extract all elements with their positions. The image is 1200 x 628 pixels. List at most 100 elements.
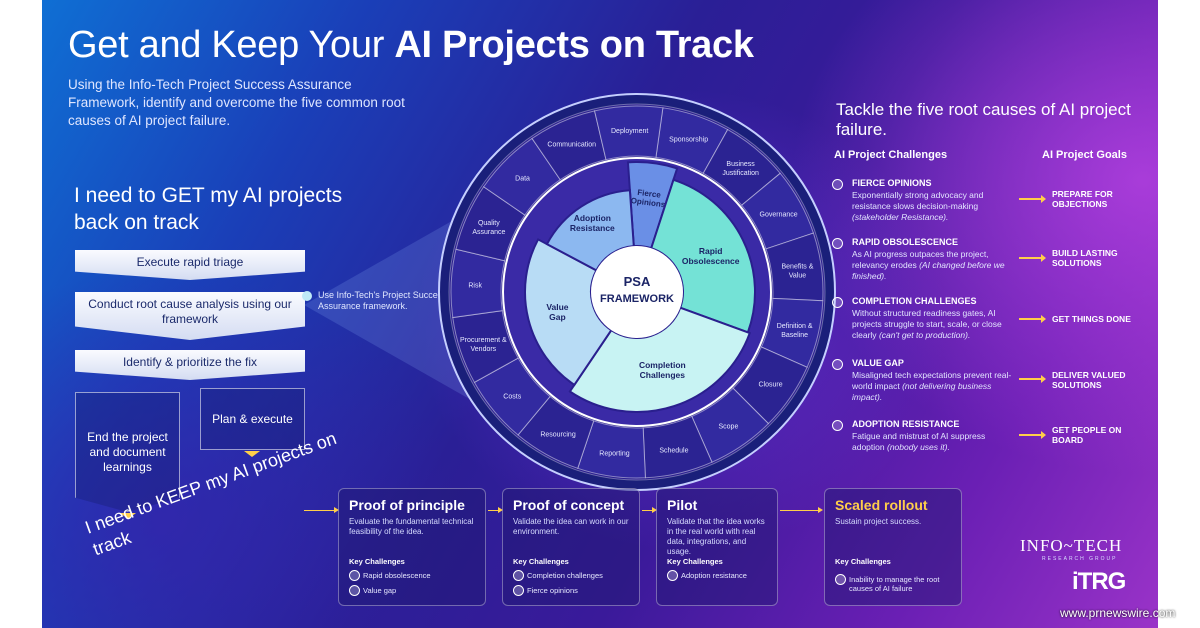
stage-proof-of-principle: Proof of principle Evaluate the fundamen… [338,488,486,606]
col-goals: AI Project Goals [1042,149,1127,161]
goal-label: GET THINGS DONE [1052,314,1131,324]
goal-label: PREPARE FOR OBJECTIONS [1052,189,1113,209]
challenge-desc-text: As AI progress outpaces the project, rel… [852,249,989,270]
outer-segment-label: Procurement &Vendors [460,337,507,353]
outer-segment [473,357,551,436]
challenge-desc: Misaligned tech expectations prevent rea… [852,370,1012,403]
challenge-desc-text: Without structured readiness gates, AI p… [852,308,1002,340]
stage-scaled-rollout: Scaled rollout Sustain project success. … [824,488,962,606]
timeline-arrow [304,507,339,513]
goal-label: DELIVER VALUED SOLUTIONS [1052,370,1126,390]
challenge-note: (not delivering business impact). [852,381,992,402]
challenge-name: RAPID OBSOLESCENCE [852,237,959,247]
pie-icon [302,291,312,301]
pie-icon [832,238,843,249]
pie-icon [832,179,843,190]
stage-pilot: Pilot Validate that the idea works in th… [656,488,778,606]
outer-segment-label: Sponsorship [669,136,708,143]
step-triage: Execute rapid triage [75,250,305,280]
get-heading: I need to GET my AI projects back on tra… [74,184,343,234]
branch-plan-execute: Plan & execute [200,388,305,450]
outer-segment-label: Closure [758,382,782,389]
outer-segment-label: Reporting [599,450,629,457]
outer-segment [765,232,824,302]
outer-segment-label: Benefits &Value [782,263,814,279]
key-challenge: Rapid obsolescence [349,570,431,581]
page-title: Get and Keep Your AI Projects on Track [68,22,754,68]
goal-label: GET PEOPLE ON BOARD [1052,425,1122,445]
key-challenge: Adoption resistance [667,570,747,581]
outer-segment-label: Communication [547,142,596,149]
outer-segment-label: Data [515,175,530,182]
stage-desc: Sustain project success. [835,517,922,526]
itrg-logo: iTRG [1072,568,1126,595]
stage-desc: Validate the idea can work in our enviro… [513,517,629,536]
outer-segment-label: Governance [760,211,798,218]
col-challenges: AI Project Challenges [834,149,948,161]
arrow-right-icon [1019,375,1046,383]
challenge-name: COMPLETION CHALLENGES [852,296,977,306]
goal-label: BUILD LASTING SOLUTIONS [1052,248,1118,268]
key-challenges-label: Key Challenges [667,557,723,566]
wheel-center-line2: FRAMEWORK [600,293,674,305]
challenge-desc: As AI progress outpaces the project, rel… [852,249,1012,282]
key-challenge: Value gap [349,585,396,596]
key-challenge: Inability to manage the root causes of A… [835,574,953,593]
arrow-right-icon [1019,254,1046,262]
outer-segment-label: Schedule [659,448,688,455]
challenge-desc: Exponentially strong advocacy and resist… [852,190,1012,223]
outer-segment-label: Deployment [611,128,648,135]
step-root-cause: Conduct root cause analysis using our fr… [75,292,305,340]
step-prioritize: Identify & prioritize the fix [75,350,305,380]
outer-segment [732,346,808,425]
subtitle: Using the Info-Tech Project Success Assu… [68,77,405,128]
arrow-right-icon [1019,315,1046,323]
challenge-desc-text: Exponentially strong advocacy and resist… [852,190,984,211]
source-credit: www.prnewswire.com [1060,606,1176,620]
right-heading: Tackle the five root causes of AI projec… [836,100,1131,139]
key-challenges-label: Key Challenges [835,557,891,566]
challenge-name: FIERCE OPINIONS [852,178,932,188]
challenge-note: (can't get to production). [878,330,971,340]
pie-icon [832,359,843,370]
stage-title: Pilot [667,497,698,513]
infographic: Get and Keep Your AI Projects on Track U… [42,0,1158,628]
stage-proof-of-concept: Proof of concept Validate the idea can w… [502,488,640,606]
challenge-desc-text: Fatigue and mistrust of AI suppress adop… [852,431,986,452]
key-challenge: Fierce opinions [513,585,578,596]
inner-segment-label: FierceOpinions [630,187,667,209]
branch-end-project: End the project and document learnings [75,392,180,512]
timeline-arrow [488,507,503,513]
challenge-desc-text: Misaligned tech expectations prevent rea… [852,370,1012,391]
framework-callout: Use Info-Tech's Project Success Assuranc… [302,290,448,312]
drop-arrow-end [120,513,136,519]
stage-title: Scaled rollout [835,497,928,513]
timeline-arrow [642,507,657,513]
outer-segment [452,310,519,384]
challenge-desc: Without structured readiness gates, AI p… [852,308,1012,341]
outer-segment-label: Resourcing [540,431,576,438]
branch-end-project-label: End the project and document learnings [87,429,168,474]
branch-plan-execute-label: Plan & execute [212,411,293,426]
challenge-note: (nobody uses it). [886,442,950,452]
key-challenge: Completion challenges [513,570,603,581]
timeline-arrow [780,507,823,513]
challenge-name: ADOPTION RESISTANCE [852,419,960,429]
challenge-note: (AI changed before we finished). [852,260,1005,281]
challenge-desc: Fatigue and mistrust of AI suppress adop… [852,431,1012,453]
stage-desc: Validate that the idea works in the real… [667,517,765,556]
stage-title: Proof of principle [349,497,465,513]
stage-desc: Evaluate the fundamental technical feasi… [349,517,474,536]
drop-arrow-plan [244,451,260,457]
arrow-right-icon [1019,195,1046,203]
outer-segment-label: Definition &Baseline [777,323,813,339]
infotech-logo-sub: RESEARCH GROUP [1042,556,1118,562]
